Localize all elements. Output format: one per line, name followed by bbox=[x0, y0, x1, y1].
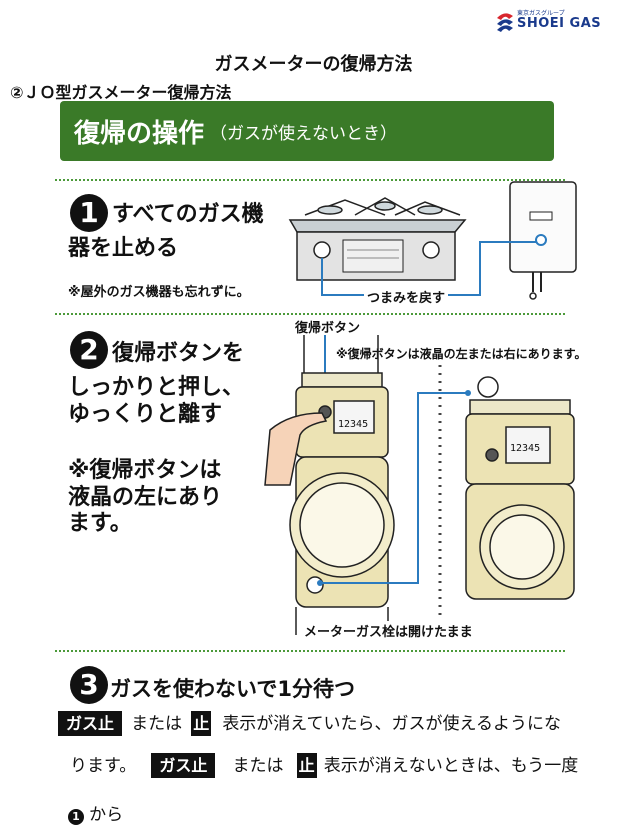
step2-line2: しっかりと押し、 bbox=[68, 375, 245, 400]
gas-meter-illustration: 12345 12345 bbox=[264, 335, 575, 635]
step3-text-a: または bbox=[131, 714, 183, 734]
step3-text-c: ります。 bbox=[70, 756, 137, 776]
step1-line2: 器を止める bbox=[68, 236, 179, 261]
company-logo: 東京ガスグループ SHOEI GAS bbox=[495, 8, 615, 38]
left-meter-lcd: 12345 bbox=[338, 419, 368, 430]
divider-1 bbox=[55, 179, 565, 181]
stove-heater-illustration bbox=[288, 181, 577, 300]
step3-text-d: または bbox=[232, 756, 284, 776]
step3-text-b: 表示が消えていたら、ガスが使えるようにな bbox=[222, 714, 561, 734]
step1-callout: つまみを戻す bbox=[364, 287, 449, 306]
step3-line1: ガス止 または 止 表示が消えていたら、ガスが使えるようにな bbox=[58, 709, 561, 736]
stop-badge: 止 bbox=[191, 711, 212, 736]
step2-line3: ゆっくりと離す bbox=[68, 402, 223, 427]
logo-mark-icon bbox=[497, 13, 513, 32]
gas-stop-badge-2: ガス止 bbox=[151, 753, 216, 778]
section-banner: 復帰の操作 （ガスが使えないとき） bbox=[60, 101, 554, 161]
step3-text-f: から bbox=[89, 805, 124, 825]
page-title: ガスメーターの復帰方法 bbox=[214, 54, 413, 75]
step-ref-number: 1 bbox=[68, 809, 84, 825]
step2-line1: 復帰ボタンを bbox=[112, 341, 245, 366]
page-subtitle: ②ＪＯ型ガスメーター復帰方法 bbox=[10, 83, 232, 102]
step1-line1: すべてのガス機 bbox=[112, 202, 264, 227]
step1-note: ※屋外のガス機器も忘れずに。 bbox=[68, 285, 250, 300]
valve-callout: メーターガス栓は開けたまま bbox=[300, 621, 477, 640]
banner-title: 復帰の操作 bbox=[74, 118, 205, 149]
step2-note3: ます。 bbox=[68, 511, 132, 536]
step3-text-e: 表示が消えないときは、もう一度 bbox=[323, 756, 579, 776]
step3-line2: ります。 ガス止 または 止 表示が消えないときは、もう一度 bbox=[70, 751, 579, 778]
right-meter-lcd: 12345 bbox=[510, 443, 540, 454]
gas-stop-badge: ガス止 bbox=[58, 711, 123, 736]
step3-heading: ガスを使わないで1分待つ bbox=[110, 677, 355, 701]
logo-name: SHOEI GAS bbox=[517, 16, 602, 31]
divider-2 bbox=[55, 313, 565, 315]
step2-number: 2 bbox=[70, 331, 108, 369]
divider-3 bbox=[55, 650, 565, 652]
step2-right-note: ※復帰ボタンは液晶の左または右にあります。 bbox=[336, 345, 587, 362]
step3-number: 3 bbox=[70, 666, 108, 704]
banner-subtitle: （ガスが使えないとき） bbox=[210, 123, 398, 144]
reset-button-label: 復帰ボタン bbox=[295, 317, 361, 336]
step1-number: 1 bbox=[70, 194, 108, 232]
stop-badge-2: 止 bbox=[296, 753, 317, 778]
step3-line3: 1 から bbox=[68, 800, 123, 825]
step2-note2: 液晶の左にあり bbox=[68, 485, 223, 510]
logo-group-text: 東京ガスグループ bbox=[517, 10, 565, 17]
step2-note1: ※復帰ボタンは bbox=[68, 458, 222, 483]
